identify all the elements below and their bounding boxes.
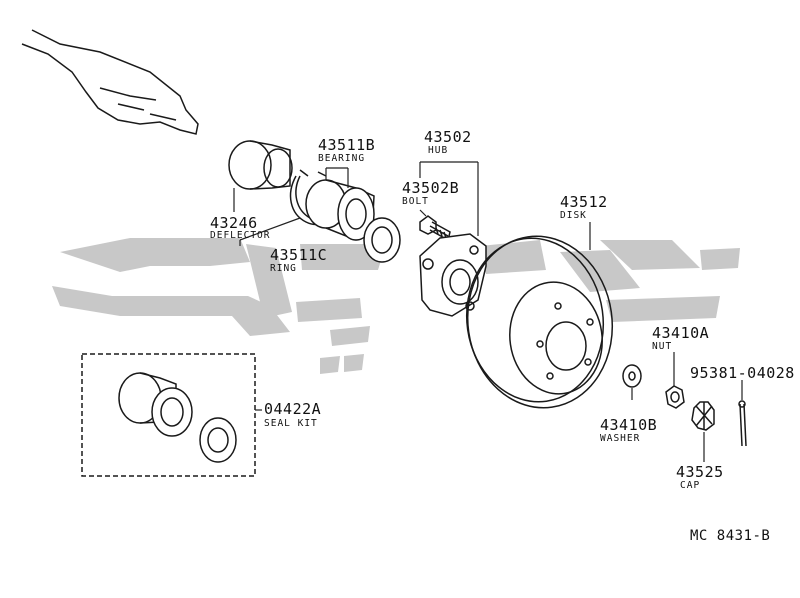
part-name: BOLT	[402, 196, 429, 207]
part-name: WASHER	[600, 433, 640, 444]
part-label-pin: 95381-04028	[690, 364, 795, 382]
part-label-cap: 43525 CAP	[676, 463, 724, 491]
part-label-deflector: 43246 DEFLECTOR	[210, 214, 270, 241]
deflector-part	[228, 140, 293, 190]
part-name: HUB	[428, 145, 448, 156]
part-number: 43511B	[318, 136, 375, 154]
part-name: NUT	[652, 341, 672, 352]
cap-part	[691, 401, 715, 431]
part-number: 43246	[210, 214, 258, 232]
seal-kit-group	[81, 353, 256, 477]
part-number: 43502B	[402, 179, 459, 197]
part-label-disk: 43512 DISK	[560, 193, 608, 221]
part-label-nut: 43410A NUT	[652, 324, 709, 352]
nut-part	[665, 385, 685, 409]
diagram-code: MC 8431-B	[690, 528, 770, 544]
bearing-part	[305, 179, 401, 263]
washer-part	[622, 364, 642, 388]
leader-lines	[233, 161, 743, 462]
part-number: 43410A	[652, 324, 709, 342]
part-number: 95381-04028	[690, 364, 795, 382]
part-label-bolt: 43502B BOLT	[402, 179, 459, 207]
part-name: DISK	[560, 210, 587, 221]
part-label-hub: 43502 HUB	[424, 128, 472, 156]
part-name: BEARING	[318, 153, 365, 164]
part-label-ring: 43511C RING	[270, 246, 327, 274]
watermark-logo	[52, 238, 740, 374]
part-number: 04422A	[264, 400, 321, 418]
part-number: 43502	[424, 128, 472, 146]
part-name: RING	[270, 263, 297, 274]
pointing-hand-icon	[21, 29, 199, 135]
part-name: SEAL KIT	[264, 418, 318, 429]
bolt-part	[419, 215, 451, 242]
part-number: 43410B	[600, 416, 657, 434]
pin-part	[738, 400, 747, 447]
part-number: 43512	[560, 193, 608, 211]
part-number: 43525	[676, 463, 724, 481]
part-name: DEFLECTOR	[210, 230, 270, 241]
disk-part	[465, 235, 614, 409]
part-label-seal-kit: 04422A SEAL KIT	[264, 400, 321, 429]
part-name: CAP	[680, 480, 700, 491]
part-number: 43511C	[270, 246, 327, 264]
part-label-washer: 43410B WASHER	[600, 416, 657, 444]
part-label-bearing: 43511B BEARING	[318, 136, 375, 164]
